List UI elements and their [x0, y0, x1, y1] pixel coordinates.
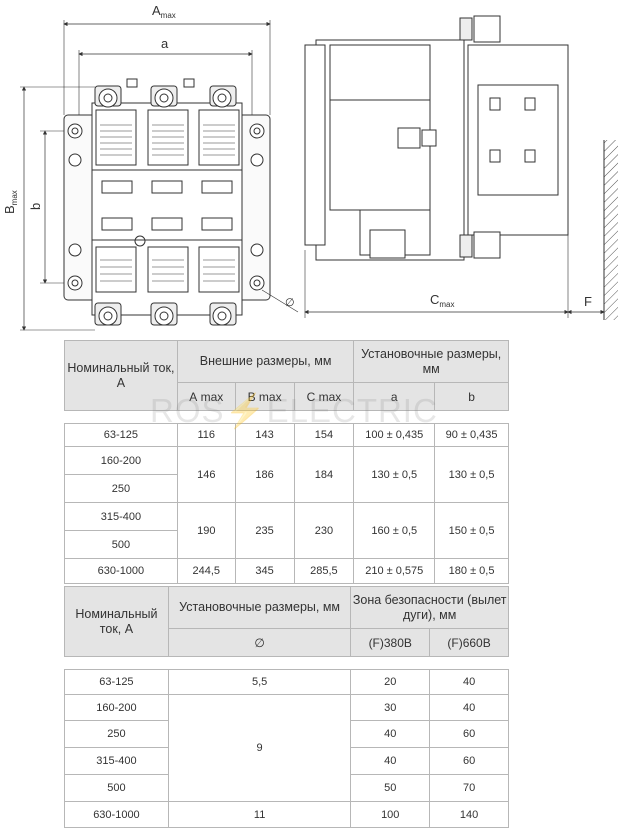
cell-f380: 50: [350, 774, 431, 802]
cell-a-max: 190: [176, 502, 236, 559]
dimensions-table: Номинальный ток, А Внешние размеры, мм У…: [64, 340, 509, 584]
cell-a-max: 244,5: [176, 558, 236, 584]
cell-current: 250: [64, 720, 169, 748]
cell-f660: 60: [429, 720, 509, 748]
cell-a: 160 ± 0,5: [353, 502, 436, 559]
cell-current: 160-200: [64, 694, 169, 721]
hdr-f380: (F)380В: [350, 628, 431, 657]
cell-b: 90 ± 0,435: [434, 423, 509, 447]
cell-b: 180 ± 0,5: [434, 558, 509, 584]
cell-current: 630-1000: [64, 801, 169, 828]
cell-b-max: 143: [234, 423, 295, 447]
top-terminals: [94, 78, 237, 108]
cell-diameter: 11: [167, 801, 352, 828]
dim-diameter: ∅: [285, 297, 295, 309]
table-row: 630-1000 244,5 345 285,5 210 ± 0,575 180…: [64, 558, 509, 584]
cell-current: 160-200: [64, 446, 178, 475]
table-row: 63-125 116 143 154 100 ± 0,435 90 ± 0,43…: [64, 423, 509, 447]
bottom-terminals: [94, 302, 237, 326]
table-row: 160-200 9 30 40: [64, 694, 509, 802]
cell-current: 315-400: [64, 502, 178, 531]
dim-a: a: [161, 36, 169, 51]
hdr-rated-current: Номинальный ток, А: [64, 586, 169, 657]
cell-b-max: 235: [234, 502, 295, 559]
cell-f380: 40: [350, 747, 431, 775]
cell-c-max: 230: [293, 502, 355, 559]
safety-zone-table: Номинальный ток, А Установочные размеры,…: [64, 586, 509, 828]
hdr-mount-dims: Установочные размеры, мм: [353, 340, 509, 383]
table-row: 315-400 40 60: [64, 747, 509, 775]
table-row: 63-125 5,5 20 40: [64, 669, 509, 695]
cell-c-max: 184: [293, 446, 355, 503]
cell-current: 500: [64, 774, 169, 802]
cell-f380: 40: [350, 720, 431, 748]
bottom-chambers: [95, 246, 240, 293]
cell-current: 63-125: [64, 423, 178, 447]
hdr-a: a: [353, 382, 436, 411]
dim-f: F: [584, 294, 592, 309]
hdr-diameter: ∅: [167, 628, 352, 657]
table-row: 315-400 190 235 230 160 ± 0,5 150 ± 0,5: [64, 502, 509, 559]
cell-f660: 70: [429, 774, 509, 802]
contactor-drawing: Amax a Bmax b ∅ Cmax F: [2, 3, 618, 331]
top-chambers: [95, 109, 240, 166]
cell-current: 500: [64, 530, 178, 559]
cell-diameter: 9: [167, 694, 352, 802]
cell-b-max: 345: [234, 558, 295, 584]
cell-a: 130 ± 0,5: [353, 446, 436, 503]
hdr-safety-zone: Зона безопасности (вылет дуги), мм: [350, 586, 509, 629]
front-view: [20, 20, 299, 331]
cell-b: 130 ± 0,5: [434, 446, 509, 503]
cell-current: 250: [64, 474, 178, 503]
cell-f380: 30: [350, 694, 431, 721]
table-row: 500: [64, 530, 509, 559]
table-row: 250 40 60: [64, 720, 509, 748]
dim-c-max: Cmax: [430, 292, 455, 309]
cell-f380: 100: [350, 801, 431, 828]
dim-b: b: [28, 203, 43, 210]
cell-current: 63-125: [64, 669, 169, 695]
cell-diameter: 5,5: [167, 669, 352, 695]
cell-f660: 40: [429, 669, 509, 695]
cell-f660: 40: [429, 694, 509, 721]
watermark: ROS⚡ELECTRIC: [150, 392, 438, 429]
cell-current: 630-1000: [64, 558, 178, 584]
hdr-b-max: B max: [234, 382, 295, 411]
cell-f380: 20: [350, 669, 431, 695]
cell-a-max: 146: [176, 446, 236, 503]
table-row: 250: [64, 474, 509, 503]
hdr-rated-current: Номинальный ток, А: [64, 340, 178, 411]
cell-f660: 140: [429, 801, 509, 828]
cell-current: 315-400: [64, 747, 169, 775]
hdr-mount-dims: Установочные размеры, мм: [167, 586, 352, 629]
cell-a-max: 116: [176, 423, 236, 447]
mount-screws: [67, 123, 265, 291]
cell-b-max: 186: [234, 446, 295, 503]
hdr-outer-dims: Внешние размеры, мм: [176, 340, 355, 383]
hdr-a-max: А max: [176, 382, 236, 411]
hdr-b: b: [434, 382, 509, 411]
dim-b-max: Bmax: [2, 190, 19, 214]
dim-a-max: Amax: [152, 3, 176, 20]
table-row: 160-200 146 186 184 130 ± 0,5 130 ± 0,5: [64, 446, 509, 503]
cell-a: 210 ± 0,575: [353, 558, 436, 584]
cell-b: 150 ± 0,5: [434, 502, 509, 559]
table-row: 630-1000 11 100 140: [64, 801, 509, 828]
cell-f660: 60: [429, 747, 509, 775]
hdr-f660: (F)660В: [429, 628, 509, 657]
side-view: [304, 15, 618, 320]
cell-c-max: 285,5: [293, 558, 355, 584]
